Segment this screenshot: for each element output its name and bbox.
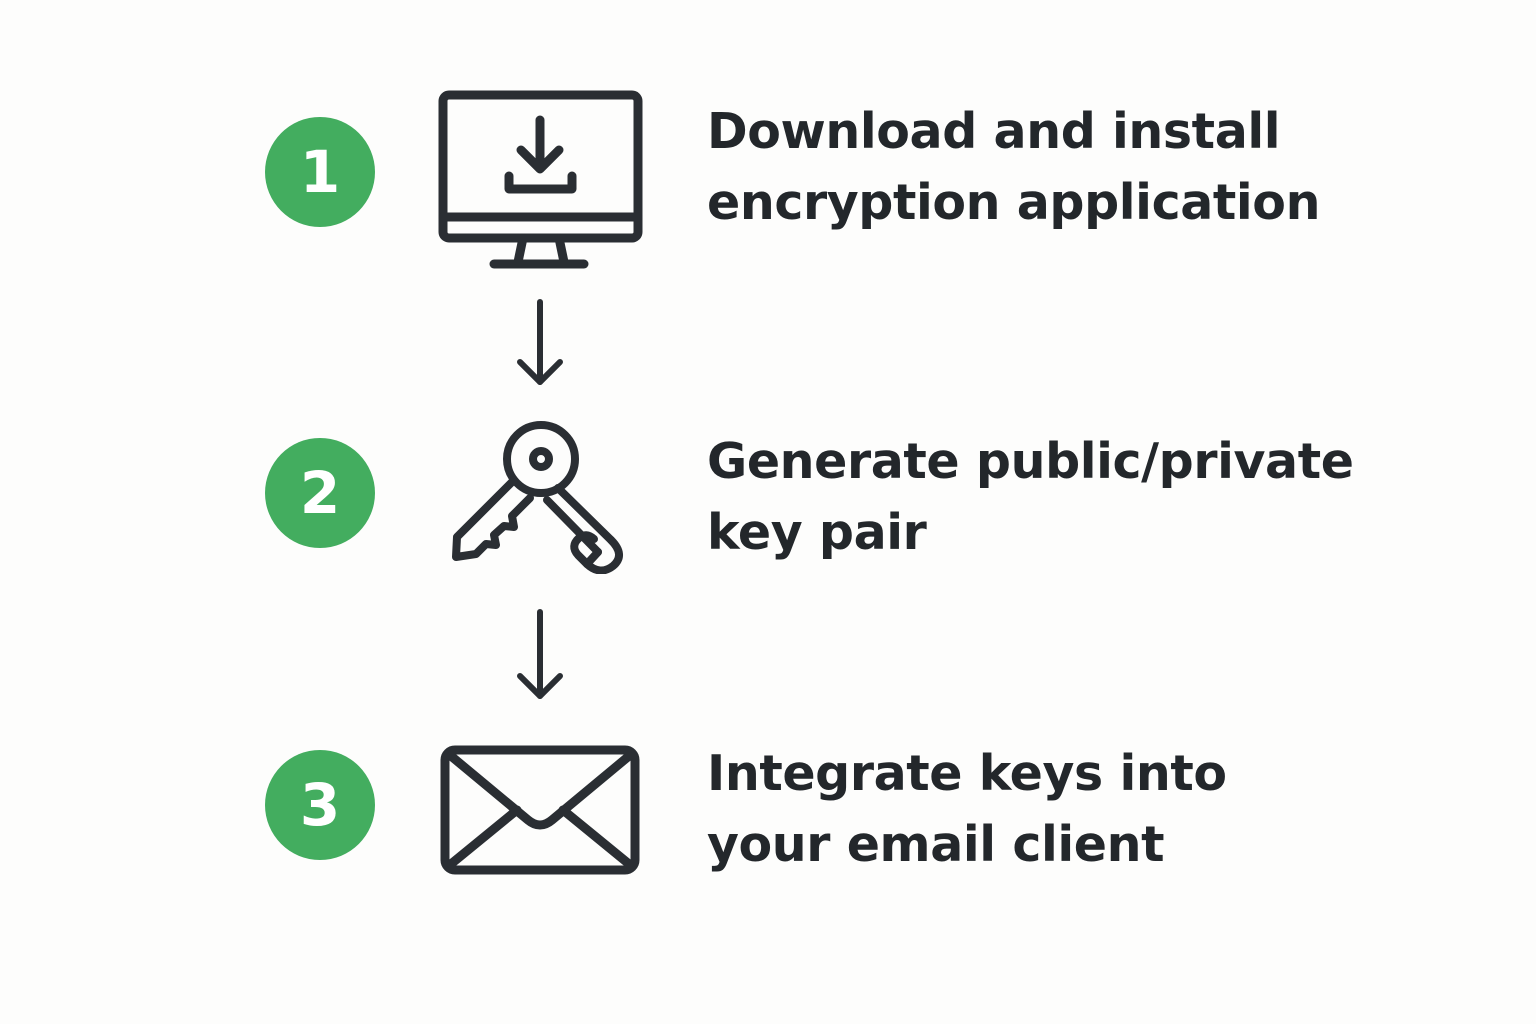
step-2-badge: 2 xyxy=(265,438,375,548)
step-2-description: Generate public/private key pair xyxy=(707,426,1354,568)
step-2-number: 2 xyxy=(299,459,341,527)
monitor-download-icon xyxy=(438,90,643,269)
step-1-badge: 1 xyxy=(265,117,375,227)
step-1-line-2: encryption application xyxy=(707,174,1321,231)
step-2-line-2: key pair xyxy=(707,504,927,561)
arrow-down-icon xyxy=(517,299,563,385)
arrow-down-icon xyxy=(517,609,563,699)
step-2-line-1: Generate public/private xyxy=(707,433,1354,490)
envelope-icon xyxy=(440,745,640,875)
step-1-number: 1 xyxy=(299,138,341,206)
key-pair-icon xyxy=(452,421,623,574)
step-3-number: 3 xyxy=(299,771,341,839)
step-3-description: Integrate keys into your email client xyxy=(707,738,1227,880)
step-3-line-1: Integrate keys into xyxy=(707,745,1227,802)
step-3-line-2: your email client xyxy=(707,816,1165,873)
step-1-description: Download and install encryption applicat… xyxy=(707,96,1320,238)
step-3-badge: 3 xyxy=(265,750,375,860)
step-1-line-1: Download and install xyxy=(707,103,1281,160)
